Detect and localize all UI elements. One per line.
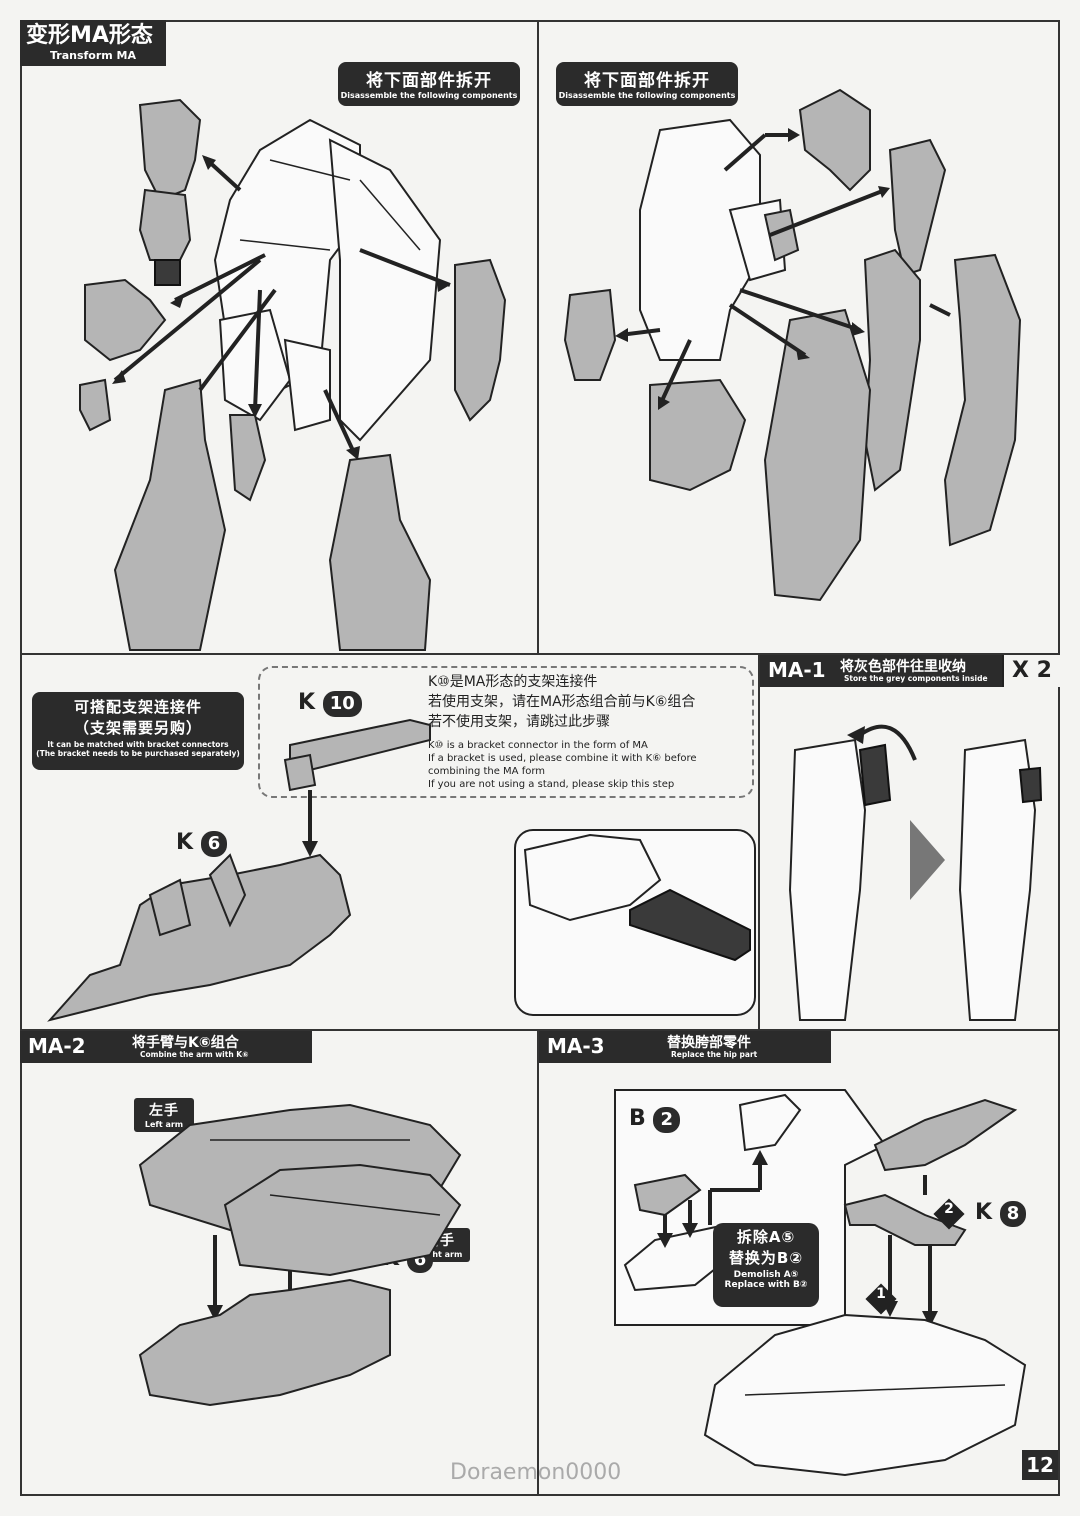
left-arm-tag: 左手 Left arm	[134, 1098, 194, 1132]
bracket-en-2: If a bracket is used, please combine it …	[428, 753, 697, 764]
manual-page: 变形MA形态 Transform MA 将下面部件拆开 Disassemble …	[20, 20, 1060, 1496]
bracket-en-4: If you are not using a stand, please ski…	[428, 779, 675, 790]
ma1-label: MA-1	[768, 658, 826, 682]
ma2-title: 将手臂与K⑥组合	[132, 1035, 239, 1051]
ma1-repeat-count: X 2	[1002, 655, 1060, 687]
panel-ma3	[537, 1029, 1060, 1496]
watermark: Doraemon0000	[450, 1460, 622, 1485]
ma3-step-2: 2	[944, 1201, 954, 1217]
disassemble-tag-left: 将下面部件拆开 Disassemble the following compon…	[338, 62, 520, 106]
bracket-en-3: combining the MA form	[428, 766, 546, 777]
ma3-b2-label: B 2	[629, 1106, 680, 1133]
ma1-subtitle: Store the grey components inside	[844, 674, 988, 683]
ma3-hip-replace-illustration	[614, 1089, 1027, 1477]
mobile-suit-disassembly-illustration	[79, 98, 507, 651]
k6-part-label: K 6	[176, 830, 228, 857]
ma2-arm-combine-illustration	[138, 1103, 462, 1407]
ma2-header: MA-2 将手臂与K⑥组合 Combine the arm with K⑥	[20, 1031, 312, 1063]
ma2-subtitle: Combine the arm with K⑥	[140, 1050, 249, 1059]
ma3-header: MA-3 替换胯部零件 Replace the hip part	[539, 1031, 831, 1063]
bracket-en-1: K⑩ is a bracket connector in the form of…	[428, 740, 648, 751]
page-number: 12	[1022, 1450, 1058, 1480]
k6-k10-assembly-illustration	[47, 718, 756, 1022]
section-header: 变形MA形态 Transform MA	[20, 20, 166, 66]
disassemble-tag-right: 将下面部件拆开 Disassemble the following compon…	[556, 62, 738, 106]
k10-part-label: K 10	[298, 690, 362, 717]
ma3-title: 替换胯部零件	[667, 1035, 751, 1051]
bracket-instruction-box	[258, 666, 754, 798]
page-subtitle: Transform MA	[49, 49, 137, 62]
ma1-title: 将灰色部件往里收纳	[840, 659, 966, 675]
ma1-header: MA-1 将灰色部件往里收纳 Store the grey components…	[760, 655, 1060, 687]
ma3-step-1: 1	[876, 1286, 886, 1302]
ma3-k8-label: K 8	[975, 1200, 1027, 1227]
ma3-subtitle: Replace the hip part	[671, 1050, 758, 1059]
ma1-storage-illustration	[788, 724, 1043, 1021]
page-title: 变形MA形态	[26, 23, 153, 48]
torso-disassembly-illustration	[563, 88, 1022, 602]
bracket-cn-1: K⑩是MA形态的支架连接件	[428, 674, 598, 690]
bracket-cn-2: 若使用支架，请在MA形态组合前与K⑥组合	[428, 694, 696, 710]
ma3-label: MA-3	[547, 1034, 605, 1058]
bracket-note-tag: 可搭配支架连接件 （支架需要另购） It can be matched with…	[32, 692, 244, 770]
bracket-cn-3: 若不使用支架，请跳过此步骤	[428, 714, 610, 730]
ma3-replace-note: 拆除A⑤ 替换为B② Demolish A⑤ Replace with B②	[713, 1223, 819, 1307]
ma2-label: MA-2	[28, 1034, 86, 1058]
